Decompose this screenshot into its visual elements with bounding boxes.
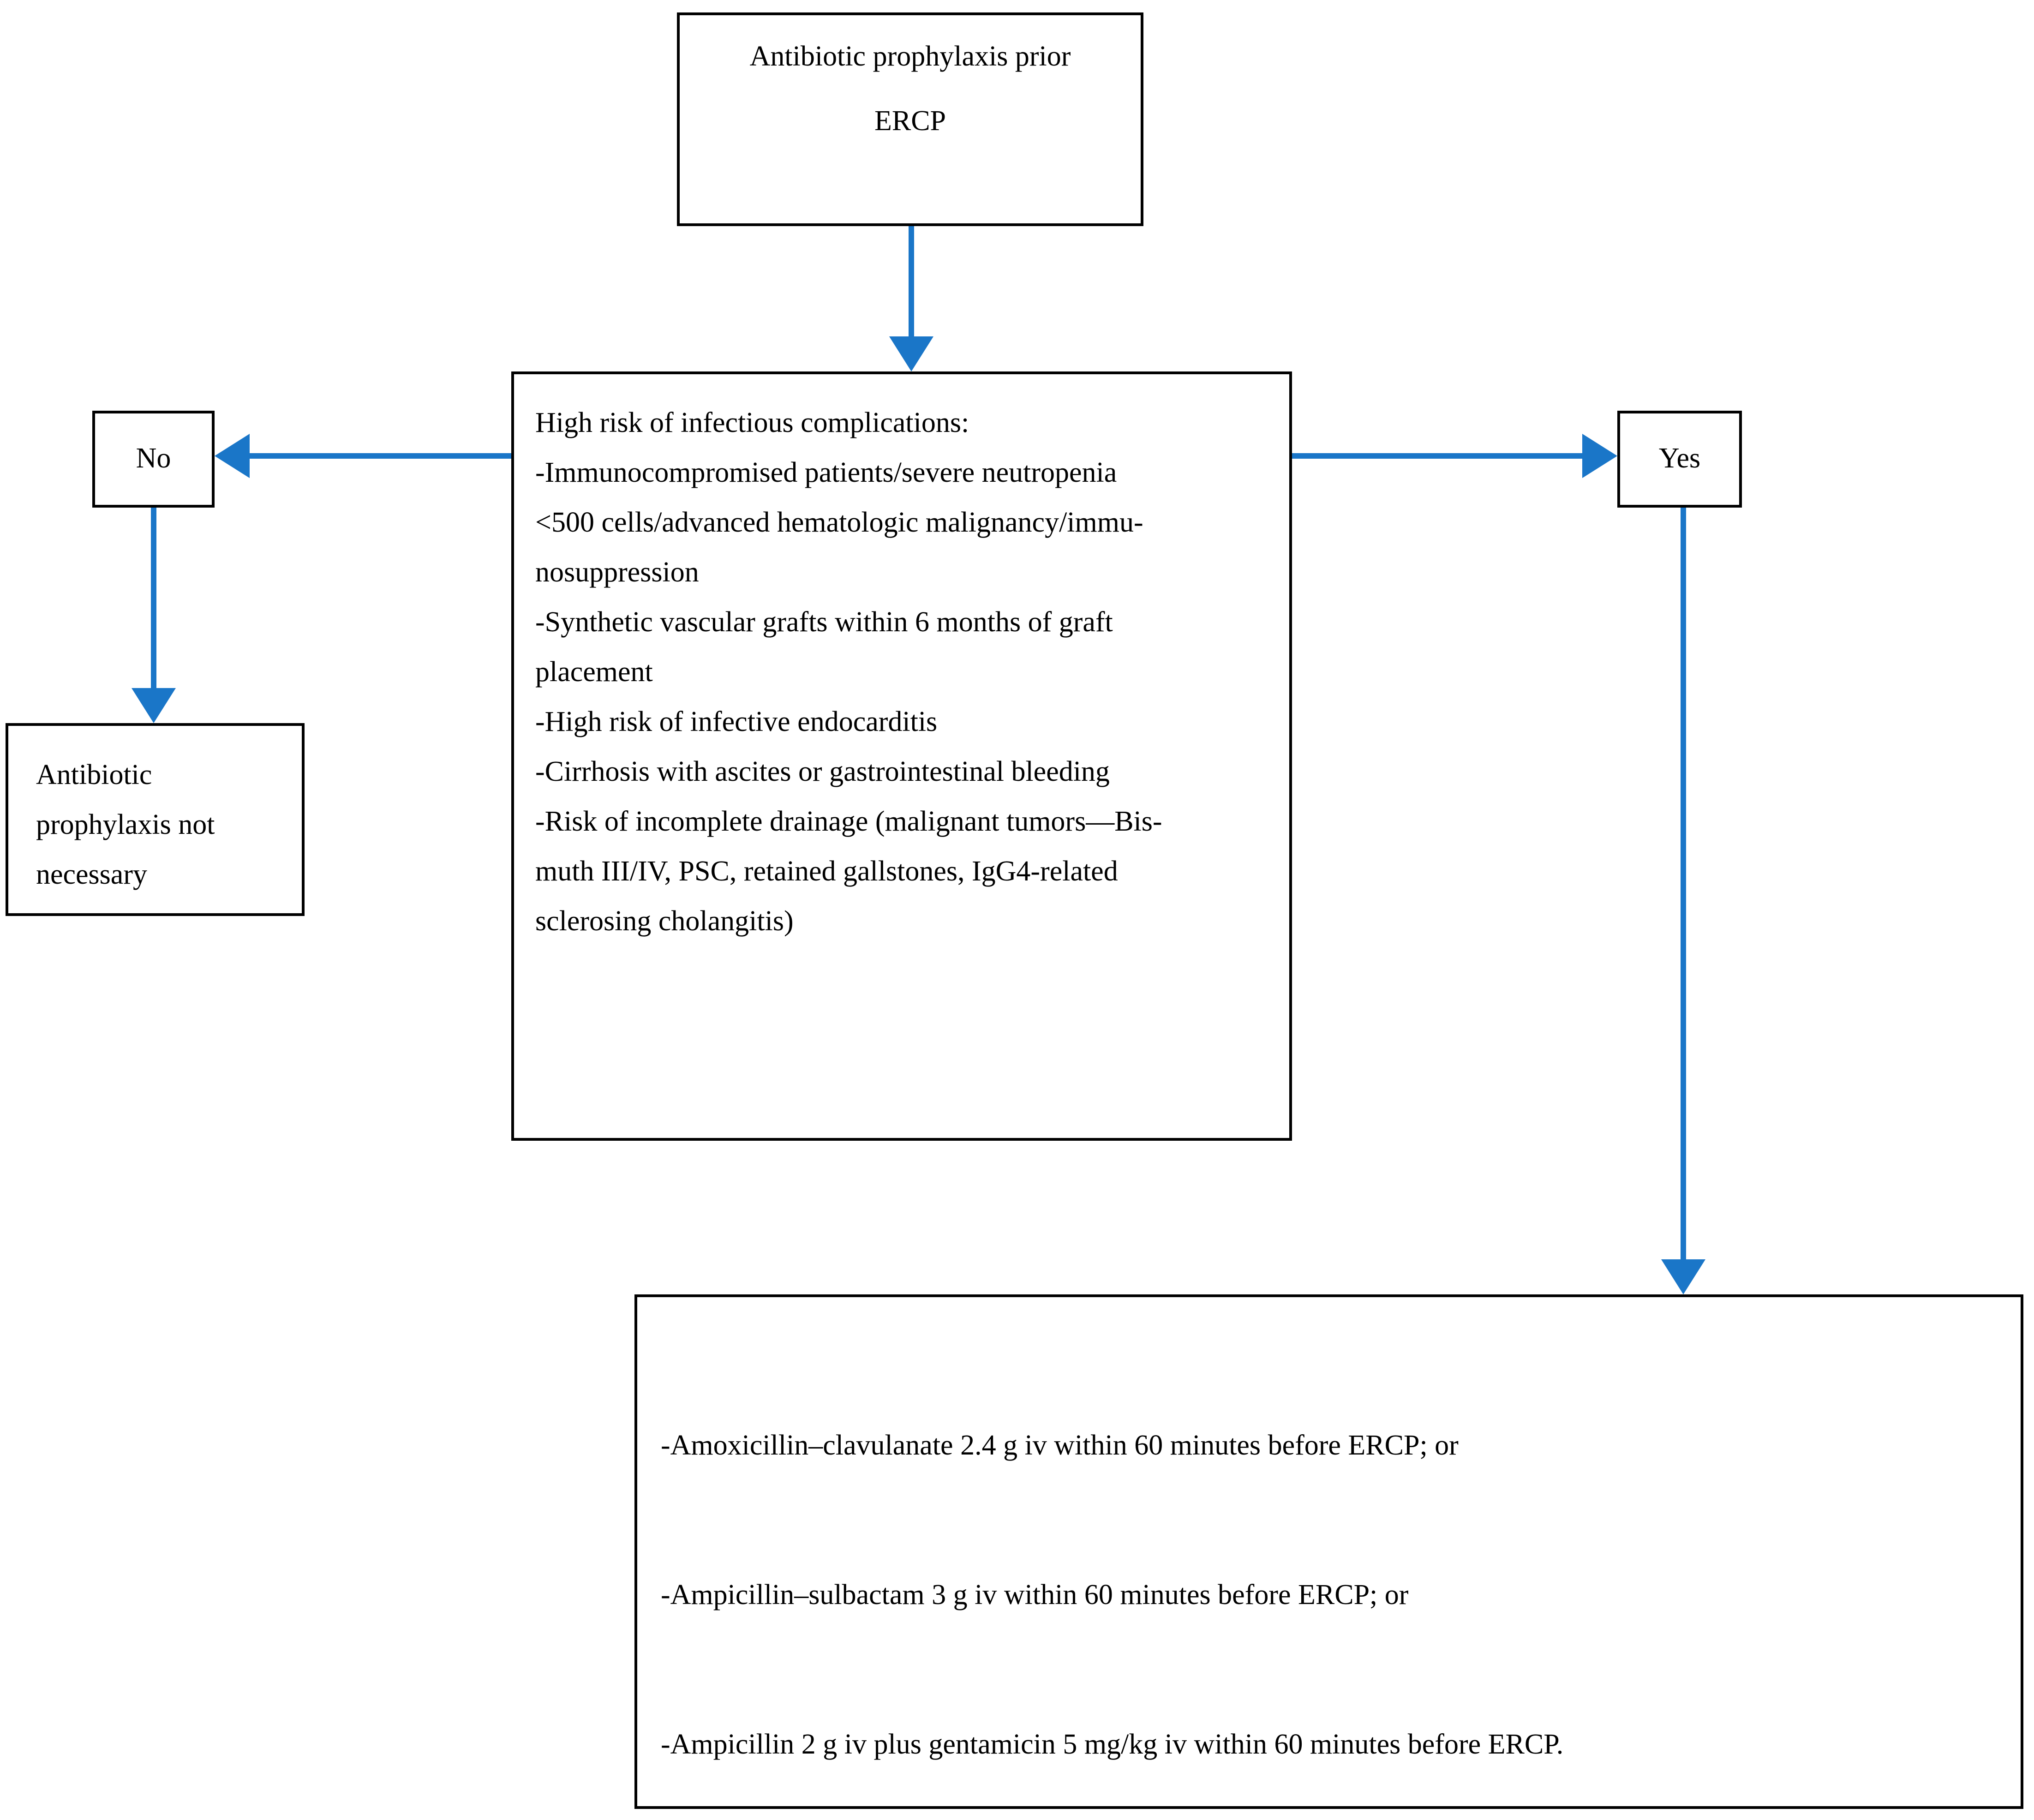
connector-yes-to-regimen-arrowhead xyxy=(1661,1259,1705,1294)
regimen-line-amoxicillin: -Amoxicillin–clavulanate 2.4 g iv within… xyxy=(661,1430,1459,1461)
node-start-box[interactable] xyxy=(677,12,1143,226)
node-not-necessary-box[interactable] xyxy=(6,723,305,916)
node-not-necessary-label: Antibiotic prophylaxis not necessary xyxy=(36,759,215,890)
node-no-label: No xyxy=(136,443,171,474)
connector-no-to-notnecessary-line xyxy=(151,508,156,688)
connector-yes-to-regimen-line xyxy=(1681,508,1686,1260)
regimen-line-ampicillin-gentamicin: -Ampicillin 2 g iv plus gentamicin 5 mg/… xyxy=(661,1729,1564,1760)
node-regimen-box[interactable] xyxy=(634,1294,2023,1809)
connector-start-to-risk-line xyxy=(909,226,914,337)
node-no-box[interactable] xyxy=(92,411,215,508)
node-yes-label: Yes xyxy=(1658,443,1701,474)
node-start-label: Antibiotic prophylaxis prior ERCP xyxy=(749,41,1071,137)
node-yes-box[interactable] xyxy=(1617,411,1742,508)
node-risk-criteria-box[interactable] xyxy=(511,371,1292,1141)
connector-no-to-notnecessary-arrowhead xyxy=(132,688,176,723)
node-regimen-content: -Amoxicillin–clavulanate 2.4 g iv within… xyxy=(661,1321,2004,1820)
node-risk-criteria-label: High risk of infectious complications: -… xyxy=(535,407,1162,937)
connector-start-to-risk-arrowhead xyxy=(889,336,933,371)
regimen-line-ampicillin-sulbactam: -Ampicillin–sulbactam 3 g iv within 60 m… xyxy=(661,1579,1409,1610)
connector-risk-to-yes-arrowhead xyxy=(1582,434,1617,478)
connector-risk-to-yes-line xyxy=(1292,453,1582,459)
connector-risk-to-no-arrowhead xyxy=(215,434,250,478)
connector-risk-to-no-line xyxy=(250,453,511,459)
